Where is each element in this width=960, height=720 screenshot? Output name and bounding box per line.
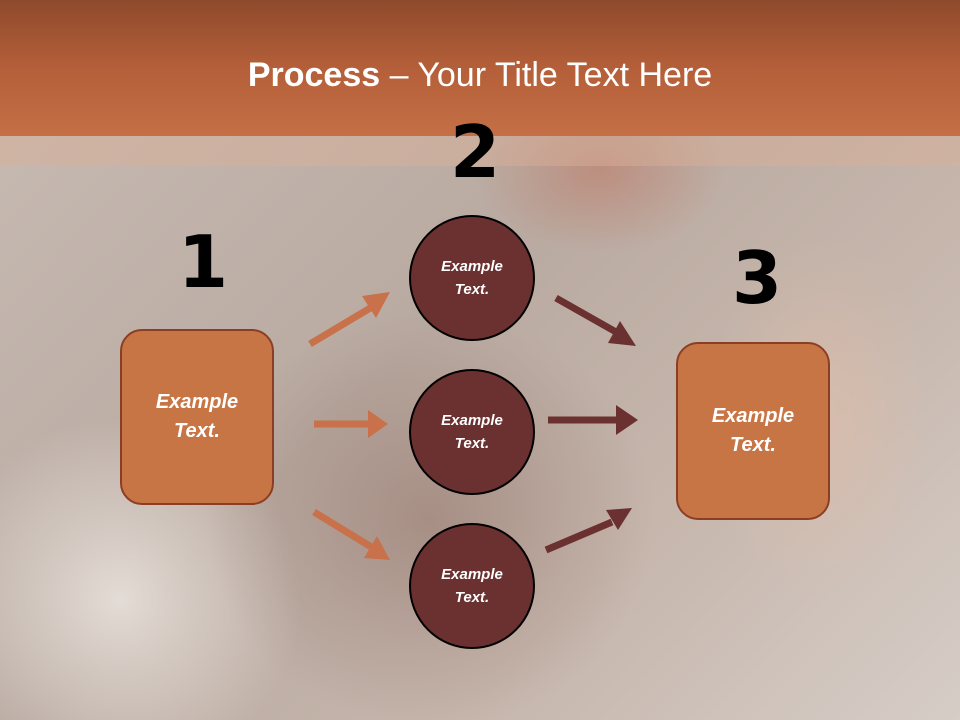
arrowhead-top-to-right (608, 321, 636, 346)
arrow-bottom-to-right (544, 518, 614, 554)
slide-title: Process – Your Title Text Here (0, 54, 960, 96)
step-1-box: Example Text. (120, 329, 274, 505)
step-3-box: Example Text. (676, 342, 830, 520)
step-2-circle-middle-label: Example Text. (441, 412, 503, 452)
step-2-circle-bottom: Example Text. (409, 523, 535, 649)
step-number-1: 1 (178, 220, 229, 304)
arrow-top-to-right (554, 294, 618, 336)
step-2-circle-top-label: Example Text. (441, 258, 503, 298)
arrowhead-left-to-top (362, 292, 390, 318)
arrowhead-left-to-bottom (364, 536, 390, 560)
arrow-left-to-bottom (312, 509, 375, 551)
step-2-circle-top: Example Text. (409, 215, 535, 341)
step-3-box-label: Example Text. (711, 405, 795, 456)
title-bold: Process (247, 56, 381, 94)
title-bar-band (0, 136, 960, 166)
arrowhead-bottom-to-right (606, 508, 632, 530)
step-number-2: 2 (450, 110, 501, 194)
step-1-box-label: Example Text. (155, 391, 239, 442)
arrowhead-left-to-middle (368, 410, 388, 438)
title-bar (0, 0, 960, 136)
title-rest: – Your Title Text Here (380, 56, 713, 94)
arrow-left-to-top (308, 303, 374, 348)
step-number-3: 3 (732, 236, 783, 320)
step-2-circle-middle: Example Text. (409, 369, 535, 495)
step-2-circle-bottom-label: Example Text. (441, 566, 503, 606)
arrowhead-middle-to-right (616, 405, 638, 435)
